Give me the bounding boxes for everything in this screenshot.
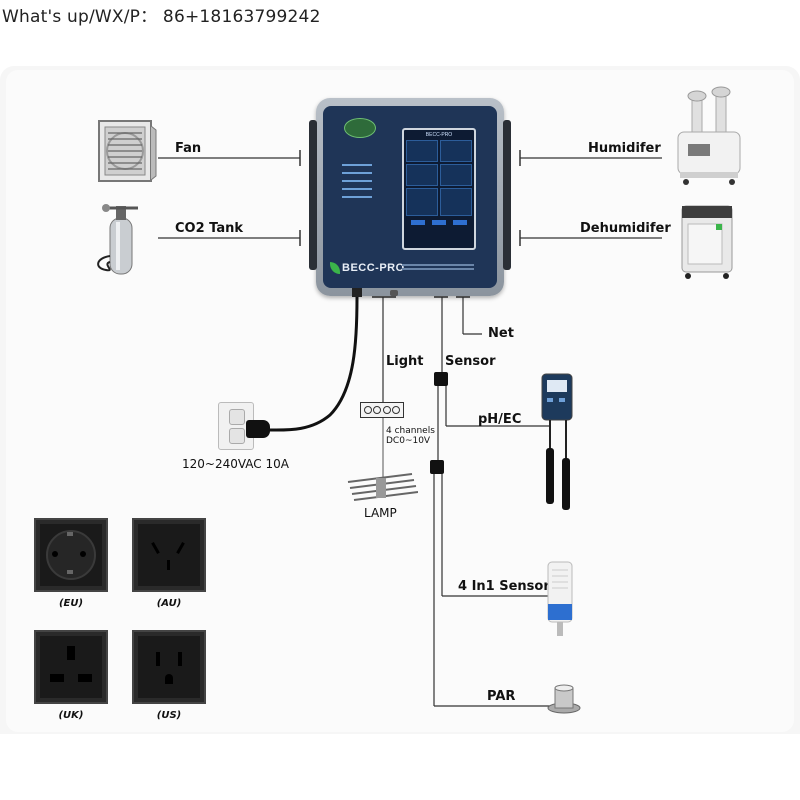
lamp-icon bbox=[347, 473, 418, 501]
humidifier-label: Humidifer bbox=[588, 141, 661, 156]
controller-left-tabs bbox=[309, 120, 317, 270]
socket-uk-label: (UK) bbox=[58, 710, 84, 721]
socket-au-label: (AU) bbox=[156, 598, 182, 609]
screen-button-2[interactable] bbox=[431, 220, 446, 225]
co2-tank-label: CO2 Tank bbox=[175, 221, 244, 236]
contact-watermark: What's up/WX/P： 86+18163799242 bbox=[2, 7, 321, 27]
light-splitter-box bbox=[360, 402, 404, 418]
sensor-splitter-2 bbox=[430, 460, 444, 474]
screen-tile-vpd bbox=[406, 164, 438, 186]
fan-label: Fan bbox=[175, 141, 202, 156]
light-label: Light bbox=[386, 354, 424, 369]
screen-button-3[interactable] bbox=[452, 220, 467, 225]
fan-icon bbox=[98, 120, 157, 182]
power-plug-icon bbox=[246, 420, 270, 438]
screen-tile-devices bbox=[440, 188, 472, 216]
four-in-one-sensor-icon bbox=[547, 561, 573, 636]
socket-uk bbox=[34, 630, 108, 704]
screen-tile-temp bbox=[406, 140, 438, 162]
controller-ports bbox=[350, 288, 460, 297]
controller-brand: BECC-PRO bbox=[342, 262, 405, 274]
dehumidifier-label: Dehumidifer bbox=[580, 221, 671, 236]
light-channels-line1: 4 channels bbox=[386, 426, 435, 436]
co2-tank-icon bbox=[97, 204, 138, 275]
socket-us bbox=[132, 630, 206, 704]
power-spec-label: 120~240VAC 10A bbox=[182, 457, 289, 471]
net-label: Net bbox=[488, 326, 514, 341]
sensor-splitter-1 bbox=[434, 372, 448, 386]
controller-logo bbox=[344, 118, 376, 138]
ph-ec-label: pH/EC bbox=[478, 412, 522, 427]
brand-leaf-icon bbox=[330, 262, 340, 274]
lamp-label: LAMP bbox=[364, 506, 397, 520]
socket-us-label: (US) bbox=[156, 710, 182, 721]
controller-fineprint bbox=[402, 264, 474, 266]
dehumidifier-icon bbox=[681, 205, 733, 279]
socket-au bbox=[132, 518, 206, 592]
screen-tile-humidity bbox=[440, 140, 472, 162]
ph-ec-meter-icon bbox=[541, 373, 573, 510]
four-in-one-label: 4 In1 Sensor bbox=[458, 579, 550, 594]
light-channels-line2: DC0~10V bbox=[386, 436, 431, 446]
sensor-label: Sensor bbox=[445, 354, 496, 369]
par-label: PAR bbox=[487, 689, 516, 704]
screen-button-1[interactable] bbox=[411, 220, 426, 225]
screen-tile-co2 bbox=[440, 164, 472, 186]
controller-screen: BECC-PRO bbox=[402, 128, 476, 250]
socket-eu-label: (EU) bbox=[58, 598, 84, 609]
controller-right-tabs bbox=[503, 120, 511, 270]
par-sensor-icon bbox=[547, 684, 581, 714]
socket-eu bbox=[34, 518, 108, 592]
controller-status-leds bbox=[342, 160, 372, 208]
screen-tile-light bbox=[406, 188, 438, 216]
humidifier-icon bbox=[677, 86, 741, 185]
screen-title: BECC-PRO bbox=[425, 132, 453, 138]
